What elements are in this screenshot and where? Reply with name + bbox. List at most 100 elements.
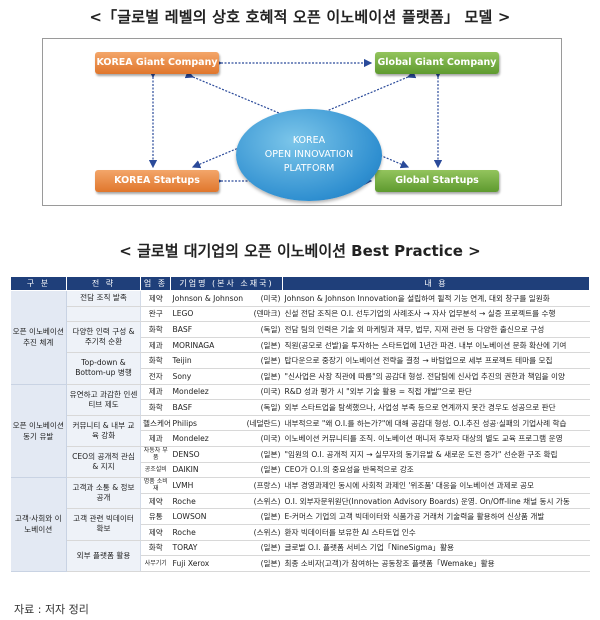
table-row: 제약 Roche(스위스) 환자 빅데이터를 보유한 AI 스타트업 인수	[11, 524, 590, 541]
content-cell: 직원(공모로 선발)을 투자하는 스타트업에 1년간 파견. 내부 이노베이션 …	[282, 337, 590, 354]
industry-cell: 제과	[140, 337, 171, 354]
content-cell: Johnson & Johnson Innovation을 설립하여 될적 기능…	[282, 290, 590, 307]
best-practice-title: < 글로벌 대기업의 오픈 이노베이션 Best Practice >	[119, 242, 481, 260]
company-cell: BASF(독일)	[170, 321, 283, 338]
industry-cell: 전자	[140, 368, 171, 385]
industry-cell: 공조설비	[140, 462, 171, 479]
industry-cell: 제과	[140, 384, 171, 401]
company-cell: DAIKIN(일본)	[170, 462, 283, 479]
company-cell: Teijin(일본)	[170, 352, 283, 369]
content-cell: 외부 스타트업을 탐색했으나, 사업성 부족 등으로 연계까지 못간 경우도 성…	[282, 399, 590, 416]
content-cell: CEO가 O.I.의 중요성을 반복적으로 강조	[282, 462, 590, 479]
table-row: Top-down & Bottom-up 병행 화학 Teijin(일본) 탑다…	[11, 352, 590, 385]
table-row: 제과 Mondelez(미국) 이노베이션 커뮤니티를 조직. 이노베이션 매니…	[11, 430, 590, 447]
table-row: 외부 플랫폼 활용 화학 TORAY(일본) 글로벌 O.I. 플랫폼 서비스 …	[11, 540, 590, 572]
strategy-cell: 고객 관련 빅데이터 확보	[66, 508, 141, 541]
table-row: 공조설비 DAIKIN(일본) CEO가 O.I.의 중요성을 반복적으로 강조	[11, 462, 590, 479]
industry-cell: 제약	[140, 524, 171, 541]
content-cell: R&D 성과 평가 시 "외부 기술 활용 = 직접 개발"으로 판단	[282, 384, 590, 401]
industry-cell: 사무기기	[140, 555, 171, 572]
industry-cell: 제약	[140, 493, 171, 510]
header-content: 내 용	[282, 276, 590, 291]
header-strategy: 전 략	[66, 276, 141, 291]
platform-line-2: OPEN INNOVATION	[264, 149, 354, 160]
industry-cell: 헬스케어	[140, 415, 171, 432]
content-cell: E-커머스 기업의 고객 빅데이터와 식품가공 거래처 기술력을 활용하여 신상…	[282, 508, 590, 525]
strategy-cell: 전담 조직 발족	[66, 290, 141, 307]
header-company: 기업명 (본사 소재국)	[170, 276, 283, 291]
global-startups-box: Global Startups	[375, 170, 499, 192]
global-giant-box: Global Giant Company	[375, 52, 499, 74]
table-row: 제과 MORINAGA(일본) 직원(공모로 선발)을 투자하는 스타트업에 1…	[11, 337, 590, 354]
company-cell: Roche(스위스)	[170, 524, 283, 541]
table-row: 고객·사회와 이노베이션 고객과 소통 & 정보 공개 명품 소비재 LVMH(…	[10, 477, 590, 572]
table-row: 오픈 이노베이션 추진 체계 전담 조직 발족 제약 Johnson & Joh…	[10, 290, 590, 385]
content-cell: 내부 경영과제인 동시에 사회적 과제인 '위조품' 대응을 이노베이션 과제로…	[282, 477, 590, 494]
company-cell: BASF(독일)	[170, 399, 283, 416]
content-cell: 이노베이션 커뮤니티를 조직. 이노베이션 매니저 후보자 대상의 별도 교육 …	[282, 430, 590, 447]
table-header-row: 구 분 전 략 업 종 기업명 (본사 소재국) 내 용	[10, 276, 590, 291]
industry-cell: 화학	[140, 399, 171, 416]
company-cell: Roche(스위스)	[170, 493, 283, 510]
korea-startups-box: KOREA Startups	[95, 170, 219, 192]
table-row: 제약 Roche(스위스) O.I. 외부자문위원단(Innovation Ad…	[11, 493, 590, 510]
strategy-cell: Top-down & Bottom-up 병행	[66, 352, 141, 385]
table-row: 사무기기 Fuji Xerox(일본) 최종 소비자(고객)가 참여하는 공동창…	[11, 555, 590, 572]
company-cell: Philips(네덜란드)	[170, 415, 283, 432]
content-cell: 내부적으로 "왜 O.I.를 하는가?"에 대해 공감대 형성. O.I.추진 …	[282, 415, 590, 432]
content-cell: 신설 전담 조직은 O.I. 선두기업의 사례조사 → 자사 업무분석 → 실증…	[282, 306, 590, 323]
industry-cell: 화학	[140, 540, 171, 557]
industry-cell: 화학	[140, 352, 171, 369]
table-row: 전자 Sony(일본) "신사업은 사장 직관에 따름"의 공감대 형성. 전담…	[11, 368, 590, 385]
content-cell: 환자 빅데이터를 보유한 AI 스타트업 인수	[282, 524, 590, 541]
content-cell: "신사업은 사장 직관에 따름"의 공감대 형성. 전담팀에 신사업 추진의 권…	[282, 368, 590, 385]
industry-cell: 명품 소비재	[140, 477, 171, 494]
industry-cell: 유통	[140, 508, 171, 525]
header-industry: 업 종	[140, 276, 171, 291]
strategy-cell: 다양한 인력 구성 & 주기적 순환	[66, 321, 141, 354]
platform-line-1: KOREA	[292, 135, 326, 146]
content-cell: "임원의 O.I. 공개적 지지 → 실무자의 동기유발 & 새로운 도전 증가…	[282, 446, 590, 463]
company-cell: MORINAGA(일본)	[170, 337, 283, 354]
group-cell: 고객·사회와 이노베이션	[10, 477, 67, 572]
content-cell: 전담 팀의 인력은 기술 외 마케팅과 재무, 법무, 지재 관련 등 다양한 …	[282, 321, 590, 338]
company-cell: LVMH(프랑스)	[170, 477, 283, 494]
industry-cell: 자동차 부품	[140, 446, 171, 463]
best-practice-table: 구 분 전 략 업 종 기업명 (본사 소재국) 내 용 오픈 이노베이션 추진…	[10, 276, 590, 572]
platform-ellipse: KOREA OPEN INNOVATION PLATFORM	[236, 109, 382, 201]
industry-cell: 화학	[140, 321, 171, 338]
industry-cell: 완구	[140, 306, 171, 323]
strategy-cell: 유연하고 과감한 인센티브 제도	[66, 384, 141, 416]
company-cell: LEGO(덴마크)	[170, 306, 283, 323]
table-row: 다양한 인력 구성 & 주기적 순환 화학 BASF(독일) 전담 팀의 인력은…	[11, 321, 590, 354]
korea-giant-box: KOREA Giant Company	[95, 52, 219, 74]
table-row: 화학 BASF(독일) 외부 스타트업을 탐색했으나, 사업성 부족 등으로 연…	[11, 399, 590, 416]
company-cell: Sony(일본)	[170, 368, 283, 385]
table-row: 고객 관련 빅데이터 확보 유통 LOWSON(일본) E-커머스 기업의 고객…	[11, 508, 590, 541]
platform-line-3: PLATFORM	[283, 163, 335, 174]
content-cell: 최종 소비자(고객)가 참여하는 공동창조 플랫폼「Wemake」활용	[282, 555, 590, 572]
content-cell: 글로벌 O.I. 플랫폼 서비스 기업「NineSigma」활용	[282, 540, 590, 557]
strategy-cell: CEO의 공개적 관심 & 지지	[66, 446, 141, 479]
platform-diagram: KOREA Giant Company Global Giant Company…	[42, 38, 562, 206]
table-row: 완구 LEGO(덴마크) 신설 전담 조직은 O.I. 선두기업의 사례조사 →…	[11, 306, 590, 323]
company-cell: LOWSON(일본)	[170, 508, 283, 525]
group-cell: 오픈 이노베이션 동기 유발	[10, 384, 67, 479]
industry-cell: 제과	[140, 430, 171, 447]
table-row: CEO의 공개적 관심 & 지지 자동차 부품 DENSO(일본) "임원의 O…	[11, 446, 590, 479]
company-cell: Mondelez(미국)	[170, 384, 283, 401]
content-cell: 탑다운으로 중장기 이노베이션 전략을 결정 → 바텀업으로 세부 프로젝트 테…	[282, 352, 590, 369]
table-row: 오픈 이노베이션 동기 유발 유연하고 과감한 인센티브 제도 제과 Monde…	[10, 384, 590, 479]
industry-cell: 제약	[140, 290, 171, 307]
content-cell: O.I. 외부자문위원단(Innovation Advisory Boards)…	[282, 493, 590, 510]
strategy-cell	[66, 306, 141, 323]
company-cell: Mondelez(미국)	[170, 430, 283, 447]
table-row: 커뮤니티 & 내부 교육 강화 헬스케어 Philips(네덜란드) 내부적으로…	[11, 415, 590, 447]
header-category: 구 분	[10, 276, 67, 291]
strategy-cell: 외부 플랫폼 활용	[66, 540, 141, 572]
strategy-cell: 커뮤니티 & 내부 교육 강화	[66, 415, 141, 447]
group-cell: 오픈 이노베이션 추진 체계	[10, 290, 67, 385]
company-cell: Fuji Xerox(일본)	[170, 555, 283, 572]
company-cell: DENSO(일본)	[170, 446, 283, 463]
model-title: <「글로벌 레벨의 상호 호혜적 오픈 이노베이션 플랫폼」 모델 >	[89, 8, 511, 26]
